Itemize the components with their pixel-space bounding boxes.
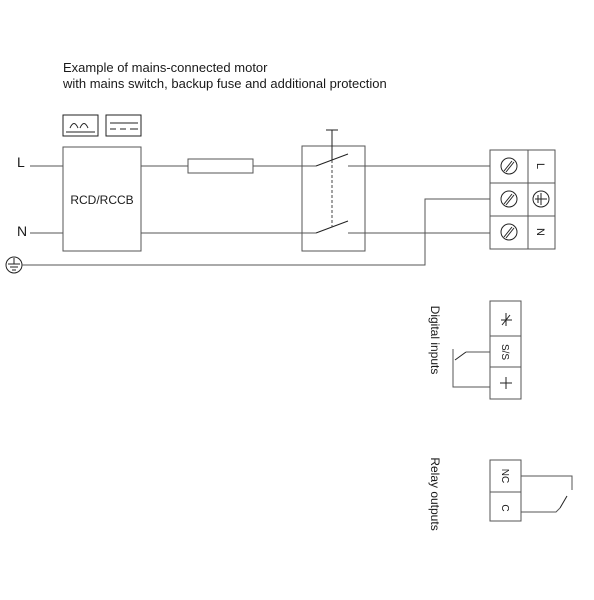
mains-switch [301,129,366,252]
protective-earth-icon [5,256,23,274]
caption-line-1: Example of mains-connected motor [63,60,268,75]
screw-terminal-icon [500,223,518,241]
relay-contact [521,475,573,513]
dc-dashed-icon [105,114,142,137]
motor-terminal-block [489,149,556,250]
wire-pe [22,198,490,266]
digital-input-ss-label: S/S [499,344,510,360]
relay-outputs-title: Relay outputs [428,457,442,530]
earth-terminal-icon [532,190,550,208]
motor-terminal-n-label: N [534,228,546,236]
screw-terminal-icon [500,157,518,175]
digital-inputs-title: Digital inputs [428,306,442,375]
digital-input-switch [452,349,490,388]
ac-wave-icon [62,114,99,137]
ground-icon [500,377,512,389]
screw-terminal-icon [500,190,518,208]
caption-line-2: with mains switch, backup fuse and addit… [62,76,387,91]
rcd-rccb-box [62,146,142,252]
relay-outputs-terminal [489,459,522,522]
relay-c-label: C [499,504,510,511]
relay-nc-label: NC [499,469,510,483]
motor-terminal-l-label: L [534,163,546,169]
analog-supply-icon [501,313,512,326]
backup-fuse [187,158,254,174]
mains-neutral-label: N [17,223,27,239]
rcd-rccb-label: RCD/RCCB [70,193,133,207]
mains-line-label: L [17,154,25,170]
